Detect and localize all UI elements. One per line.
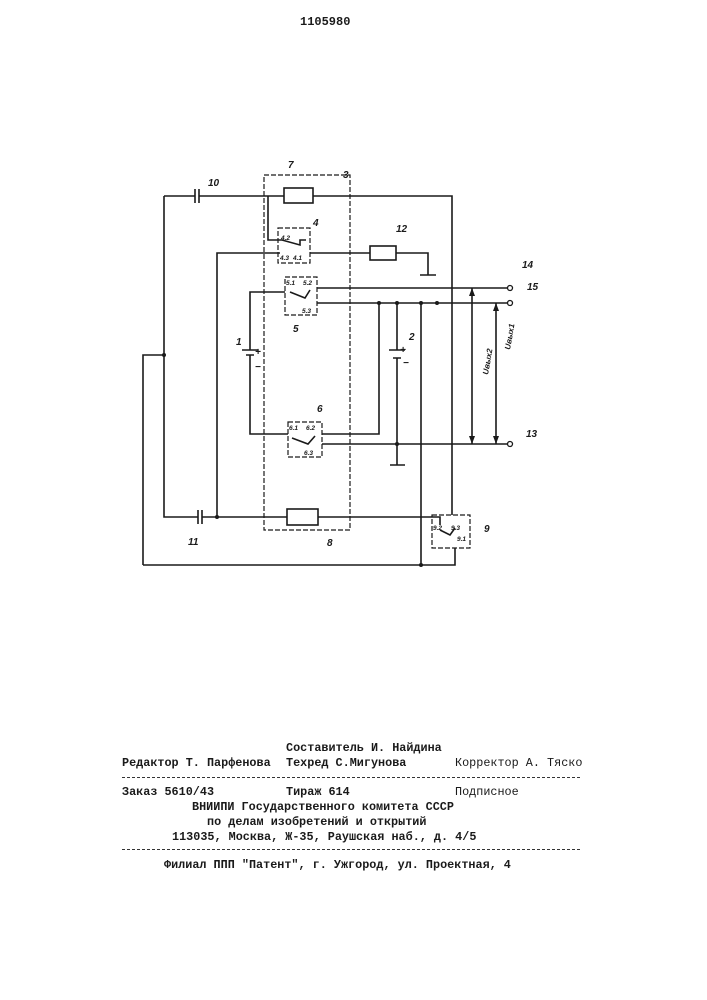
battery-1-minus: −	[255, 362, 261, 373]
label-15: 15	[527, 282, 539, 293]
resistor-12	[370, 246, 396, 260]
branch: Филиал ППП "Патент", г. Ужгород, ул. Про…	[164, 858, 511, 872]
contact-6-3: 6.3	[304, 450, 313, 457]
battery-2-plus: +	[400, 345, 406, 356]
org-line-2: по делам изобретений и открытий	[207, 815, 426, 829]
corrector: Корректор А. Тяско	[455, 756, 582, 770]
contact-9-2: 9.2	[433, 525, 442, 532]
contact-5-1: 5.1	[286, 280, 295, 287]
capacitor-10	[195, 189, 199, 203]
label-2: 2	[408, 332, 415, 343]
label-1: 1	[236, 337, 242, 348]
terminals	[508, 286, 513, 447]
contact-5-3: 5.3	[302, 308, 311, 315]
resistor-7	[284, 188, 313, 203]
org-line-1: ВНИИПИ Государственного комитета СССР	[192, 800, 454, 814]
wires	[143, 196, 508, 565]
contact-9-3: 9.3	[451, 525, 460, 532]
label-7: 7	[288, 160, 294, 171]
divider	[122, 777, 580, 778]
divider	[122, 849, 580, 850]
label-6: 6	[317, 404, 323, 415]
label-3: 3	[343, 170, 349, 181]
battery-2-minus: −	[403, 358, 409, 369]
resistor-8	[287, 509, 318, 525]
label-8: 8	[327, 538, 333, 549]
output-voltage-1: Uвых1	[503, 322, 517, 350]
contact-4-1: 4.1	[292, 255, 302, 262]
label-10: 10	[208, 178, 220, 189]
label-4: 4	[312, 218, 319, 229]
compiler: Составитель И. Найдина	[286, 741, 442, 755]
label-5: 5	[293, 324, 299, 335]
contact-4-3: 4.3	[279, 255, 289, 262]
contact-6-2: 6.2	[306, 425, 315, 432]
org-address: 113035, Москва, Ж-35, Раушская наб., д. …	[172, 830, 476, 844]
techred: Техред С.Мигунова	[286, 756, 406, 770]
contact-9-1: 9.1	[457, 536, 466, 543]
contact-6-1: 6.1	[289, 425, 298, 432]
label-12: 12	[396, 224, 408, 235]
label-14: 14	[522, 260, 534, 271]
capacitor-11	[198, 510, 202, 524]
label-9: 9	[484, 524, 490, 535]
label-13: 13	[526, 429, 538, 440]
editor: Редактор Т. Парфенова	[122, 756, 271, 770]
order: Заказ 5610/43	[122, 785, 214, 799]
contact-4-2: 4.2	[280, 235, 290, 242]
contact-5-2: 5.2	[303, 280, 312, 287]
battery-1-plus: +	[255, 347, 261, 358]
subscription: Подписное	[455, 785, 519, 799]
circulation: Тираж 614	[286, 785, 350, 799]
output-voltage-2: Uвых2	[481, 347, 495, 375]
label-11: 11	[188, 537, 199, 548]
